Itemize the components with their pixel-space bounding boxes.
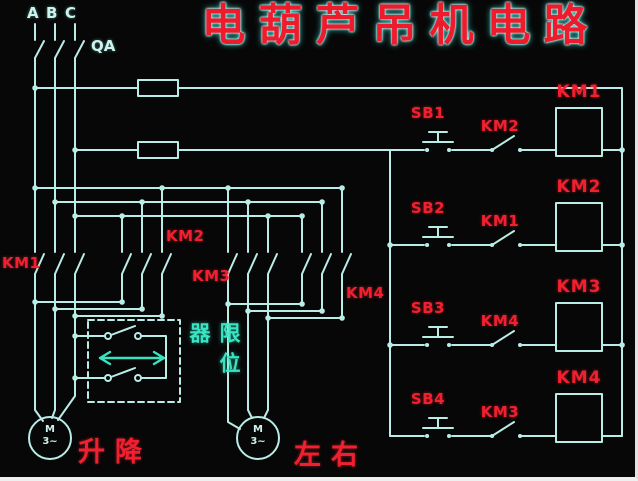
hoist-caption: 升降 — [78, 437, 152, 468]
limit-switch-leads — [74, 335, 167, 379]
fuse-2 — [137, 141, 179, 159]
travel-output-links — [227, 273, 343, 319]
limit-terminal — [104, 374, 112, 382]
hoist-motor-m: M — [45, 424, 55, 435]
km1-coil — [555, 107, 603, 157]
km2-coil-label: KM2 — [556, 177, 602, 197]
limit-switch-box — [87, 319, 181, 403]
km3-drops — [227, 187, 269, 253]
km4-coil-label: KM4 — [556, 368, 602, 388]
qa-breaker-label: QA — [91, 37, 116, 55]
travel-caption: 左右 — [294, 440, 368, 471]
interlock-contact-arms — [491, 135, 515, 437]
hoist-motor-circle — [28, 416, 72, 460]
power-circuit — [28, 23, 623, 460]
limit-terminal — [134, 332, 142, 340]
sb1-label: SB1 — [410, 104, 446, 122]
travel-direction-arrow — [98, 350, 166, 366]
km3-coil — [555, 302, 603, 352]
sb2-label: SB2 — [410, 199, 446, 217]
qa-switch-arms — [34, 40, 85, 59]
phase-b-label: B — [46, 4, 58, 22]
hoist-output-links — [34, 273, 163, 317]
km4-coil — [555, 393, 603, 443]
rung2-interlock-label: KM1 — [480, 212, 520, 230]
phase-buses — [34, 187, 343, 217]
phase-a-label: A — [27, 4, 39, 22]
rung3-interlock-label: KM4 — [480, 312, 520, 330]
limit-terminal — [134, 374, 142, 382]
km3-contact-arms — [227, 253, 278, 275]
km2-coil — [555, 202, 603, 252]
km4-power-label: KM4 — [346, 284, 385, 302]
control-circuit — [389, 107, 623, 443]
contact-terminal-dots — [425, 148, 523, 438]
limit-terminal — [104, 332, 112, 340]
km2-contact-arms — [121, 253, 172, 275]
travel-motor-circle — [236, 416, 280, 460]
hoist-motor-leads — [34, 301, 76, 422]
pushbutton-symbols — [422, 131, 454, 429]
travel-motor-leads — [227, 303, 269, 430]
rung1-interlock-label: KM2 — [480, 117, 520, 135]
phase-c-label: C — [65, 4, 77, 22]
phase-lines — [34, 23, 76, 253]
limit-switch-label: 限位器 — [187, 322, 241, 382]
travel-motor-m: M — [253, 424, 263, 435]
page-title: 电葫芦吊机电路 — [201, 0, 601, 51]
fuse-1 — [137, 79, 179, 97]
travel-motor-phase: 3~ — [250, 436, 266, 447]
sb4-label: SB4 — [410, 390, 446, 408]
km4-contact-arms — [301, 253, 352, 275]
km3-coil-label: KM3 — [556, 277, 602, 297]
hoist-motor-phase: 3~ — [42, 436, 58, 447]
fuse-line-1 — [34, 87, 623, 437]
km2-drops — [121, 187, 163, 253]
junction-dots — [32, 85, 625, 381]
limit-contact-arms — [110, 325, 136, 378]
rung4-interlock-label: KM3 — [480, 403, 520, 421]
km3-power-label: KM3 — [192, 267, 231, 285]
km1-contact-arms — [34, 253, 85, 275]
sb3-label: SB3 — [410, 299, 446, 317]
km2-power-label: KM2 — [166, 227, 205, 245]
km1-coil-label: KM1 — [556, 82, 602, 102]
km1-power-label: KM1 — [2, 254, 41, 272]
km4-drops — [301, 187, 343, 253]
